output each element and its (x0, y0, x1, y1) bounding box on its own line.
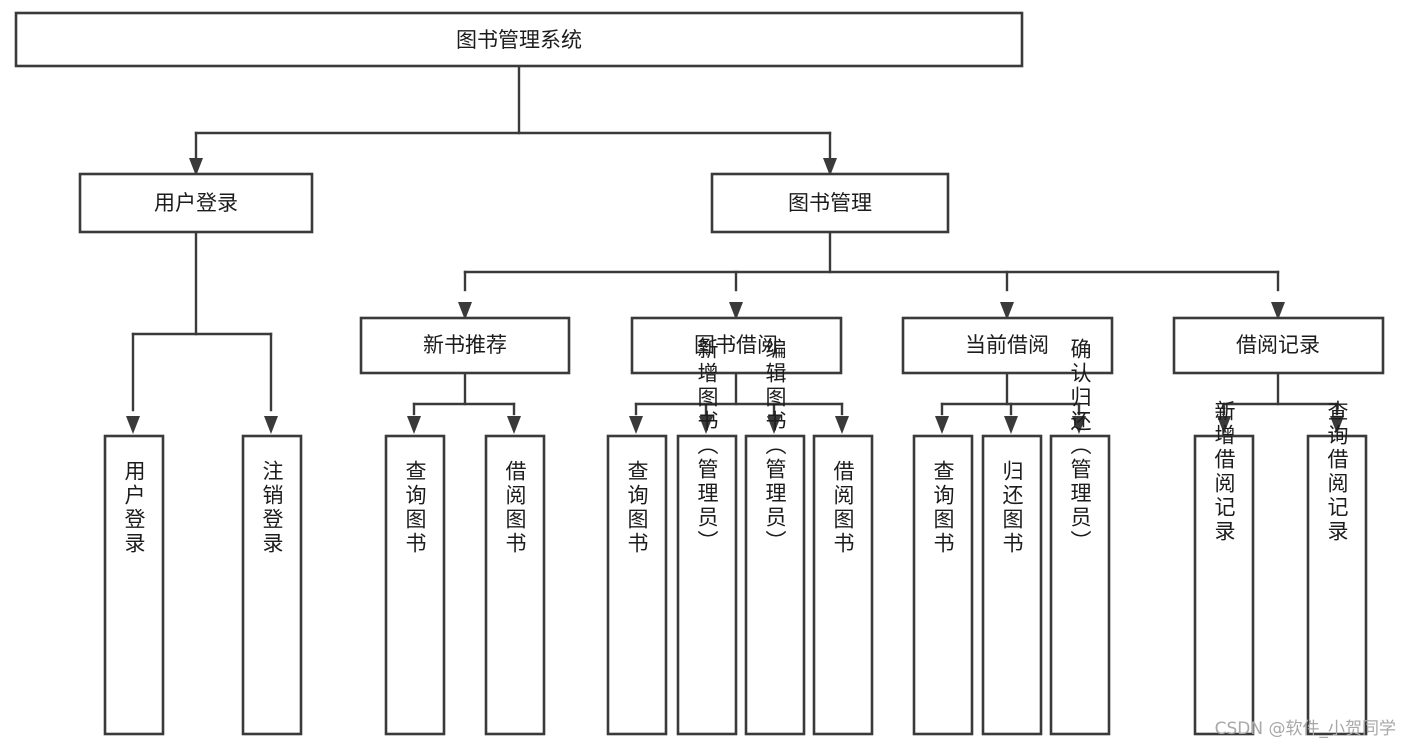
node-current-borrow-label: 当前借阅 (965, 333, 1049, 357)
node-leaf-query-book-3-label: 查询图书 (931, 460, 955, 556)
node-root-label: 图书管理系统 (456, 28, 582, 52)
node-leaf-confirm-return-box[interactable] (1049, 434, 1111, 736)
node-leaf-add-book-label: 新增图书（管理员） (695, 338, 719, 554)
node-leaf-return-book-label: 归还图书 (1000, 460, 1024, 556)
node-new-book-recommend[interactable]: 新书推荐 (359, 316, 571, 375)
arrow-to-leaf-query-book-1 (407, 416, 421, 434)
node-book-borrow[interactable]: 图书借阅 (630, 316, 843, 375)
node-leaf-query-book-2[interactable]: 查询图书 (606, 434, 668, 736)
node-leaf-query-book-3-box[interactable] (912, 434, 974, 736)
arrow-to-leaf-query-book-2 (629, 416, 643, 434)
node-leaf-add-book-box[interactable] (676, 434, 738, 736)
node-leaf-query-record-box[interactable] (1306, 434, 1368, 736)
node-leaf-borrow-book-2-label: 借阅图书 (831, 460, 855, 556)
arrow-to-leaf-query-book-3 (935, 416, 949, 434)
node-book-manage-box[interactable] (710, 172, 950, 234)
node-new-book-recommend-label: 新书推荐 (423, 333, 507, 357)
node-book-borrow-label: 图书借阅 (694, 333, 778, 357)
node-borrow-record-label: 借阅记录 (1236, 333, 1320, 357)
node-leaf-confirm-return[interactable]: 确认归还（管理员） (1049, 338, 1111, 736)
node-leaf-borrow-book-1-box[interactable] (484, 434, 546, 736)
node-leaf-borrow-book-1[interactable]: 借阅图书 (484, 434, 546, 736)
node-current-borrow-box[interactable] (901, 316, 1114, 375)
node-root-box[interactable] (14, 11, 1024, 68)
arrow-to-leaf-logout-login (264, 416, 278, 434)
node-leaf-user-login-box[interactable] (103, 434, 165, 736)
node-new-book-recommend-box[interactable] (359, 316, 571, 375)
node-borrow-record[interactable]: 借阅记录 (1172, 316, 1385, 375)
edge-group-new-book-recommend (407, 371, 521, 434)
node-leaf-confirm-return-label: 确认归还（管理员） (1068, 338, 1092, 554)
node-leaf-borrow-book-2-box[interactable] (812, 434, 874, 736)
node-leaf-query-record-label: 查询借阅记录 (1325, 400, 1349, 544)
edge-group-borrow-record (1217, 371, 1344, 434)
node-leaf-logout-login-box[interactable] (241, 434, 303, 736)
node-leaf-add-record-box[interactable] (1193, 434, 1255, 736)
arrow-to-leaf-user-login (126, 416, 140, 434)
node-leaf-logout-login-label: 注销登录 (260, 460, 284, 556)
node-leaf-query-book-3[interactable]: 查询图书 (912, 434, 974, 736)
node-leaf-add-record-label: 新增借阅记录 (1212, 400, 1236, 544)
node-leaf-borrow-book-2[interactable]: 借阅图书 (812, 434, 874, 736)
node-leaf-return-book[interactable]: 归还图书 (981, 434, 1043, 736)
node-leaf-query-book-1-label: 查询图书 (403, 460, 427, 556)
node-leaf-edit-book-label: 编辑图书（管理员） (763, 338, 787, 554)
node-leaf-query-record[interactable]: 查询借阅记录 (1306, 400, 1368, 736)
node-book-manage-label: 图书管理 (788, 191, 872, 215)
node-book-borrow-box[interactable] (630, 316, 843, 375)
node-leaf-logout-login[interactable]: 注销登录 (241, 434, 303, 736)
arrow-to-leaf-borrow-book-2 (835, 416, 849, 434)
node-leaf-return-book-box[interactable] (981, 434, 1043, 736)
edge-group-user-login (126, 230, 278, 434)
edge-group-book-manage (458, 230, 1285, 320)
node-leaf-edit-book-box[interactable] (744, 434, 806, 736)
node-leaf-query-book-1[interactable]: 查询图书 (384, 434, 446, 736)
node-borrow-record-box[interactable] (1172, 316, 1385, 375)
node-book-manage[interactable]: 图书管理 (710, 172, 950, 234)
node-leaf-add-record[interactable]: 新增借阅记录 (1193, 400, 1255, 736)
node-leaf-user-login-label: 用户登录 (122, 460, 146, 556)
arrow-to-leaf-return-book (1004, 416, 1018, 434)
node-leaf-edit-book[interactable]: 编辑图书（管理员） (744, 338, 806, 736)
node-user-login-label: 用户登录 (154, 191, 238, 215)
edge-group-current-borrow (935, 371, 1086, 434)
node-leaf-query-book-2-box[interactable] (606, 434, 668, 736)
node-leaf-query-book-2-label: 查询图书 (625, 460, 649, 556)
node-leaf-add-book[interactable]: 新增图书（管理员） (676, 338, 738, 736)
node-leaf-query-book-1-box[interactable] (384, 434, 446, 736)
arrow-to-leaf-borrow-book-1 (507, 416, 521, 434)
node-user-login-box[interactable] (78, 172, 314, 234)
node-leaf-user-login[interactable]: 用户登录 (103, 434, 165, 736)
node-user-login[interactable]: 用户登录 (78, 172, 314, 234)
node-root[interactable]: 图书管理系统 (14, 11, 1024, 68)
node-current-borrow[interactable]: 当前借阅 (901, 316, 1114, 375)
csdn-watermark: CSDN @软件_小贺同学 (1215, 719, 1396, 739)
node-leaf-borrow-book-1-label: 借阅图书 (503, 460, 527, 556)
edge-group-root (189, 64, 837, 176)
edge-group-book-borrow (629, 371, 849, 434)
